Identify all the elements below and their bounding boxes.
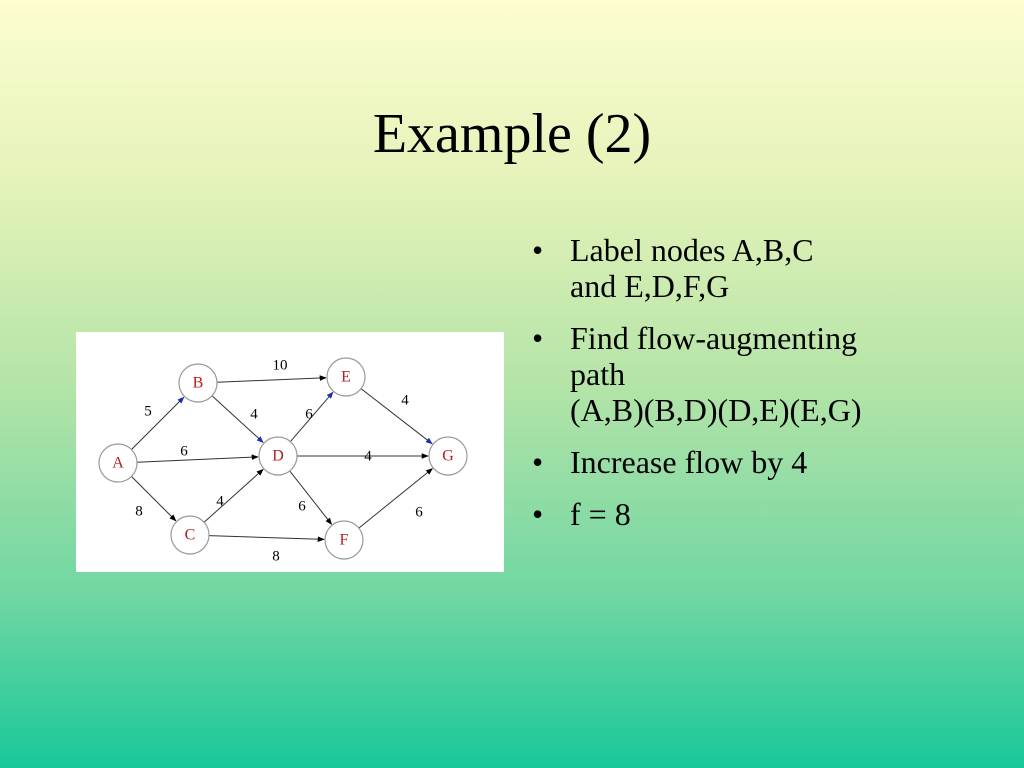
node-b: B: [178, 363, 218, 403]
bullet-line: path: [570, 356, 626, 392]
bullet-line: and E,D,F,G: [570, 268, 730, 304]
edge-weight-d-f: 6: [298, 498, 306, 514]
edge-weight-c-f: 8: [272, 548, 280, 564]
node-a: A: [98, 443, 138, 483]
node-label: F: [340, 532, 349, 549]
weights-layer: 5 6 8 10 4 4 8 6 4 6 4 6: [135, 357, 423, 564]
bullet-dot-icon: •: [532, 444, 544, 480]
bullet-dot-icon: •: [532, 320, 544, 356]
node-label: E: [341, 369, 351, 386]
edge-weight-a-d: 6: [180, 443, 188, 459]
node-label: D: [272, 448, 284, 465]
edges-layer: [131, 375, 433, 542]
edge-weight-a-b: 5: [144, 403, 152, 419]
edge-weight-a-c: 8: [135, 503, 143, 519]
edge-c-f: [208, 535, 325, 542]
flow-network-graph: 5 6 8 10 4 4 8 6 4 6 4 6 A B C D E F G: [98, 357, 468, 564]
edge-weight-b-d: 4: [250, 406, 258, 422]
edge-weight-c-d: 4: [216, 493, 224, 509]
node-e: E: [326, 357, 366, 397]
bullet-line: Label nodes A,B,C: [570, 232, 814, 268]
bullet-line: Find flow-augmenting: [570, 320, 858, 356]
edge-b-e: [216, 375, 327, 383]
node-circle: [258, 436, 298, 476]
bullet-line: f = 8: [570, 496, 631, 532]
edge-weight-b-e: 10: [273, 357, 288, 373]
bullet-item: • Increase flow by 4: [530, 444, 1000, 480]
node-label: A: [112, 455, 124, 472]
bullet-line: Increase flow by 4: [570, 444, 808, 480]
edge-e-g: [360, 388, 433, 445]
network-diagram: 5 6 8 10 4 4 8 6 4 6 4 6 A B C D E F G: [76, 332, 504, 572]
bullet-item: • f = 8: [530, 496, 1000, 532]
bullet-dot-icon: •: [532, 496, 544, 532]
node-circle: [324, 520, 364, 560]
node-label: G: [442, 448, 454, 465]
nodes-layer: A B C D E F G: [98, 357, 468, 560]
edge-weight-d-e: 6: [305, 406, 313, 422]
bullet-line: (A,B)(B,D)(D,E)(E,G): [570, 392, 862, 428]
node-circle: [428, 436, 468, 476]
node-label: C: [185, 527, 196, 544]
node-circle: [178, 363, 218, 403]
edge-f-g: [358, 468, 433, 529]
edge-weight-d-g: 4: [364, 448, 372, 464]
edge-d-e: [290, 391, 334, 442]
node-g: G: [428, 436, 468, 476]
edge-weight-e-g: 4: [401, 392, 409, 408]
node-circle: [98, 443, 138, 483]
edge-c-d: [203, 468, 264, 523]
edge-a-c: [131, 476, 177, 522]
edge-a-d: [136, 454, 259, 463]
edge-d-f: [289, 470, 333, 525]
node-circle: [170, 515, 210, 555]
slide-title: Example (2): [372, 103, 652, 165]
edge-b-d: [211, 395, 264, 443]
node-circle: [326, 357, 366, 397]
node-c: C: [170, 515, 210, 555]
bullet-dot-icon: •: [532, 232, 544, 268]
node-label: B: [193, 375, 204, 392]
node-d: D: [258, 436, 298, 476]
node-f: F: [324, 520, 364, 560]
edge-a-b: [131, 396, 185, 450]
edge-weight-f-g: 6: [415, 504, 423, 520]
